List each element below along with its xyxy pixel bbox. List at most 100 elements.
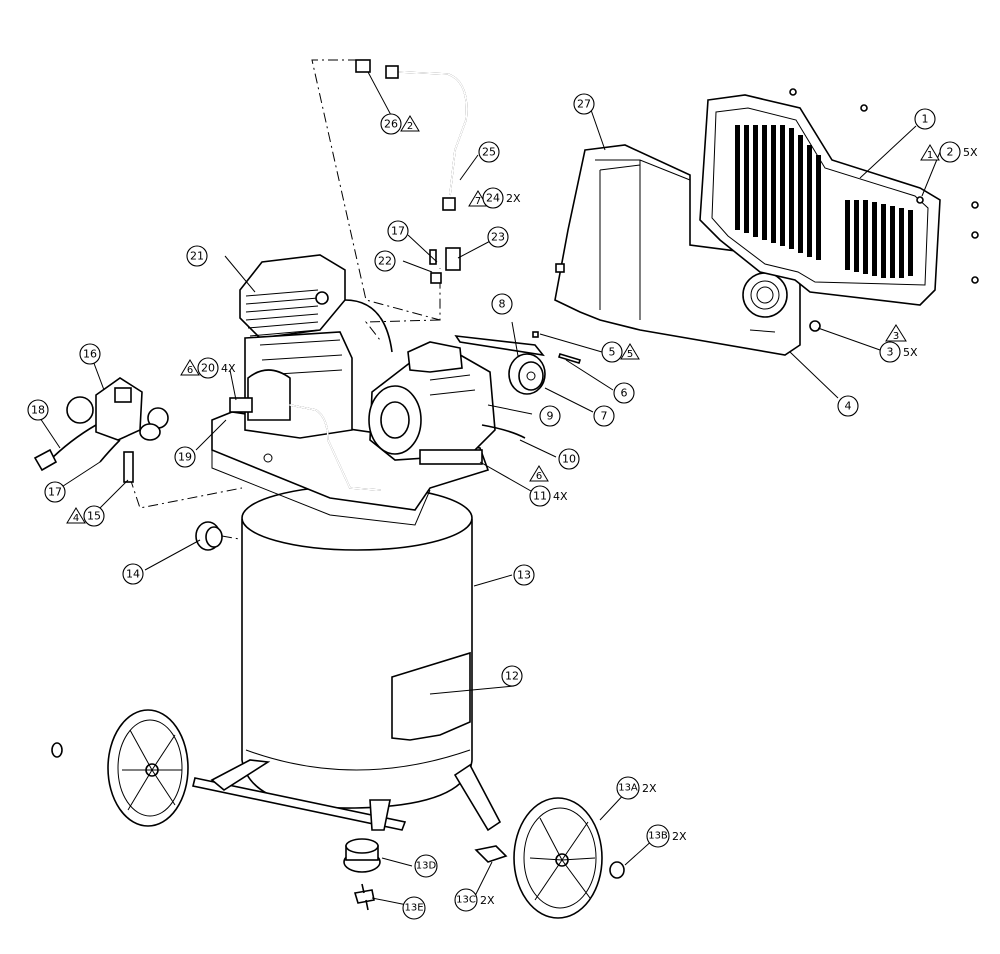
power-cord [47, 424, 97, 463]
pump-assembly [229, 254, 353, 439]
inner-belt-guard [554, 144, 801, 356]
callout-5: 5 [601, 341, 623, 363]
hubcap [609, 861, 625, 879]
callout-13b: 13B [646, 824, 670, 848]
svg-text:13B: 13B [648, 831, 668, 842]
svg-text:27: 27 [577, 98, 591, 111]
svg-text:5: 5 [609, 346, 616, 359]
note-triangle-1: 1 [920, 144, 940, 161]
svg-text:5: 5 [627, 349, 633, 360]
svg-text:8: 8 [499, 298, 506, 311]
svg-text:17: 17 [48, 486, 62, 499]
svg-text:6: 6 [187, 365, 193, 376]
vent-grille-lower [845, 200, 913, 278]
callout-2: 2 [939, 141, 961, 163]
valve-routing-line [221, 535, 246, 541]
callout-27: 27 [573, 93, 595, 115]
callout-26: 26 [380, 113, 402, 135]
set-screw [532, 331, 539, 338]
callout-12: 12 [501, 665, 523, 687]
note-triangle-6-motor: 6 [529, 465, 549, 482]
callout-4: 4 [837, 395, 859, 417]
belt [454, 335, 545, 357]
svg-text:3: 3 [887, 346, 894, 359]
petcock [353, 889, 375, 904]
wheel-left [107, 709, 189, 827]
motor-pulley [508, 353, 546, 395]
svg-text:4: 4 [73, 513, 79, 524]
wheel-right [513, 797, 603, 919]
callout-7: 7 [593, 405, 615, 427]
warning-label [391, 651, 471, 741]
hubcap-spare [51, 742, 63, 758]
note-triangle-6-pump: 6 [180, 359, 200, 376]
nipple-15 [123, 451, 134, 483]
svg-text:10: 10 [562, 453, 576, 466]
svg-text:21: 21 [190, 250, 204, 263]
callout-3: 3 [879, 341, 901, 363]
callout-11: 11 [529, 485, 551, 507]
svg-text:16: 16 [83, 348, 97, 361]
note-triangle-5: 5 [620, 343, 640, 360]
leg-left [210, 759, 271, 791]
key [557, 353, 582, 364]
svg-text:13D: 13D [416, 861, 437, 872]
pressure-switch-assembly [66, 377, 169, 441]
check-valve [195, 521, 223, 551]
svg-text:20: 20 [201, 362, 215, 375]
qty-24: 2X [506, 192, 521, 205]
svg-text:22: 22 [378, 255, 392, 268]
callout-21: 21 [186, 245, 208, 267]
svg-text:9: 9 [547, 410, 554, 423]
svg-text:13E: 13E [404, 903, 423, 914]
outer-belt-guard [699, 94, 941, 306]
callout-8: 8 [491, 293, 513, 315]
note-triangle-2: 2 [400, 115, 420, 132]
svg-text:17: 17 [391, 225, 405, 238]
motor-cord [481, 424, 526, 439]
qty-20: 4X [221, 362, 236, 375]
callout-13c: 13C [454, 888, 478, 912]
unloader-tube-short [99, 439, 121, 463]
axle [192, 777, 407, 831]
svg-text:14: 14 [126, 568, 140, 581]
svg-text:4: 4 [845, 400, 852, 413]
callout-17-switch: 17 [44, 481, 66, 503]
leg-right [453, 763, 502, 832]
callout-13: 13 [513, 564, 535, 586]
svg-text:12: 12 [505, 670, 519, 683]
motor [368, 341, 496, 465]
svg-text:13: 13 [517, 569, 531, 582]
plug [33, 448, 58, 472]
callout-10: 10 [558, 448, 580, 470]
qty-2: 5X [963, 146, 978, 159]
qty-13b: 2X [672, 830, 687, 843]
leg-front [369, 799, 391, 831]
screws [789, 88, 979, 332]
svg-text:2: 2 [407, 121, 413, 132]
drain-routing-line [129, 477, 243, 509]
callout-14: 14 [122, 563, 144, 585]
callout-18: 18 [27, 399, 49, 421]
note-triangle-4: 4 [66, 507, 86, 524]
rubber-foot [474, 845, 508, 863]
qty-3: 5X [903, 346, 918, 359]
svg-text:1: 1 [927, 150, 933, 161]
callout-15: 15 [83, 505, 105, 527]
discharge-hose [355, 59, 468, 284]
callout-13d: 13D [414, 854, 438, 878]
callout-17-hose: 17 [387, 220, 409, 242]
leader-lines [39, 71, 941, 907]
hose-routing-line [311, 59, 441, 341]
svg-text:11: 11 [533, 490, 547, 503]
svg-text:1: 1 [922, 113, 929, 126]
svg-text:23: 23 [491, 231, 505, 244]
svg-text:2: 2 [947, 146, 954, 159]
qty-13c: 2X [480, 894, 495, 907]
callout-9: 9 [539, 405, 561, 427]
svg-text:26: 26 [384, 118, 398, 131]
svg-text:19: 19 [178, 451, 192, 464]
svg-text:13A: 13A [618, 783, 638, 794]
svg-text:7: 7 [601, 410, 608, 423]
